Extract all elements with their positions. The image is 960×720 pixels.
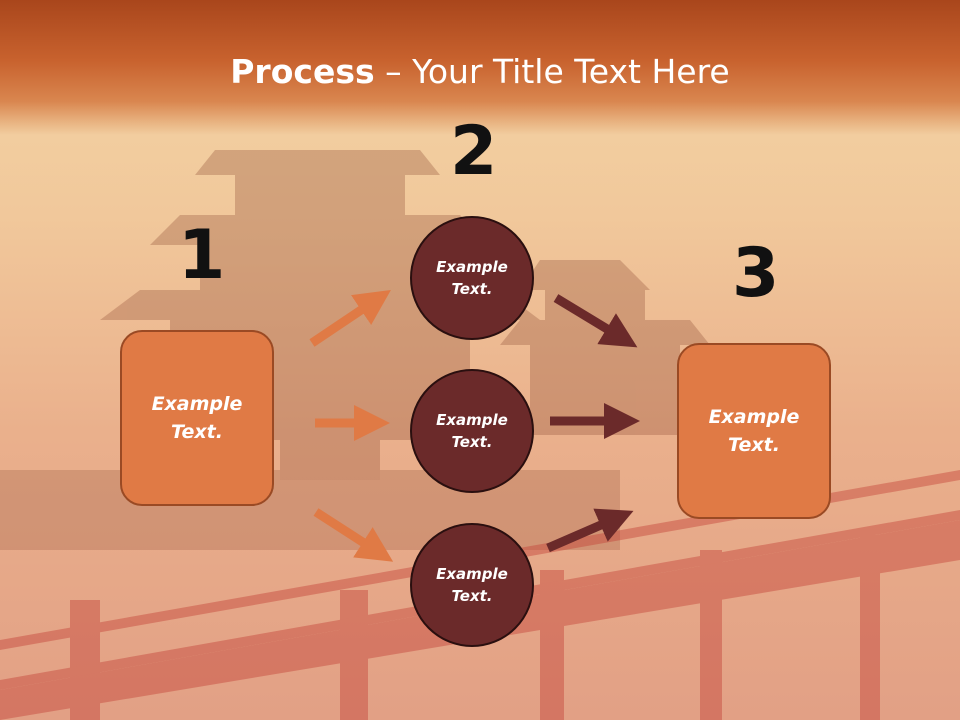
title-rest: – Your Title Text Here xyxy=(374,52,730,91)
step-number-3: 3 xyxy=(732,234,780,313)
step-number-2: 2 xyxy=(450,112,498,191)
arrow-up-orange xyxy=(309,289,391,347)
step-1-box: Example Text. xyxy=(120,330,274,506)
step-3-box: Example Text. xyxy=(677,343,831,519)
arrow-up-dark xyxy=(546,508,634,553)
step-1-text: Example Text. xyxy=(151,392,243,444)
slide-title: Process – Your Title Text Here xyxy=(0,52,960,91)
arrow-down-dark xyxy=(553,294,638,348)
circle-middle: Example Text. xyxy=(410,369,534,493)
circle-top: Example Text. xyxy=(410,216,534,340)
circle-top-text: Example Text. xyxy=(436,257,508,299)
title-bold: Process xyxy=(230,52,375,91)
circle-middle-text: Example Text. xyxy=(436,410,508,452)
circle-bottom: Example Text. xyxy=(410,523,534,647)
circle-bottom-text: Example Text. xyxy=(436,564,508,606)
title-bar xyxy=(0,0,960,135)
step-3-text: Example Text. xyxy=(708,405,800,457)
arrow-down-orange xyxy=(313,508,394,562)
step-number-1: 1 xyxy=(178,216,226,295)
